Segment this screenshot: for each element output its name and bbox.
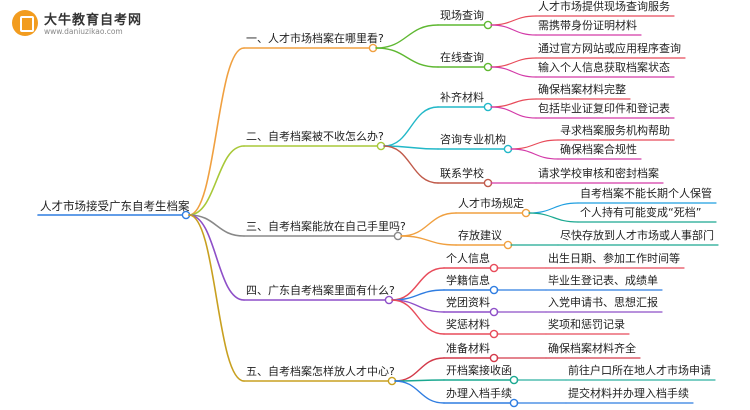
leaf-label: 人才市场提供现场查询服务: [538, 0, 670, 13]
leaf-connector: [528, 202, 579, 214]
branch-label: 二、自考档案被不收怎么办?: [246, 130, 384, 143]
branch-connector: [188, 214, 245, 301]
subnode-connector: [391, 299, 445, 335]
leaf-label: 尽快存放到人才市场或人事部门: [560, 229, 714, 242]
subnode-label: 个人信息: [446, 252, 490, 265]
logo-title: 大牛教育自考网: [44, 13, 143, 28]
branch-label: 一、人才市场档案在哪里看?: [246, 32, 384, 45]
branch-label: 三、自考档案能放在自己手里吗?: [246, 220, 406, 233]
subnode-label: 在线查询: [440, 51, 484, 64]
leaf-label: 确保档案材料齐全: [548, 342, 636, 355]
leaf-label: 自考档案不能长期个人保管: [580, 187, 712, 200]
subnode-label: 学籍信息: [446, 274, 490, 287]
subnode-label: 开档案接收函: [446, 364, 512, 377]
site-logo: 大牛教育自考网 www.daniuzikao.com: [6, 6, 186, 46]
subnode-label: 存放建议: [458, 229, 502, 242]
leaf-connector: [490, 98, 537, 108]
subnode-label: 现场查询: [440, 9, 484, 22]
leaf-label: 奖项和惩罚记录: [548, 318, 625, 331]
subnode-connector: [375, 24, 439, 49]
branch-connector: [188, 214, 245, 382]
branch-connector: [188, 145, 245, 216]
leaf-connector: [528, 212, 579, 223]
subnode-connector: [375, 47, 439, 68]
root-node-label: 人才市场接受广东自考生档案: [40, 199, 190, 213]
subnode-connector: [394, 357, 445, 382]
leaf-label: 确保档案合规性: [560, 143, 637, 156]
leaf-label: 需携带身份证明材料: [538, 19, 637, 32]
subnode-label: 人才市场规定: [458, 197, 524, 210]
leaf-label: 前往户口所在地人才市场申请: [568, 364, 711, 377]
leaf-label: 寻求档案服务机构帮助: [560, 124, 670, 137]
leaf-label: 提交材料并办理入档手续: [568, 387, 689, 400]
leaf-connector: [510, 139, 559, 150]
subnode-label: 咨询专业机构: [440, 133, 506, 146]
subnode-label: 奖惩材料: [446, 318, 490, 331]
subnode-connector: [400, 235, 457, 246]
leaf-connector: [490, 57, 537, 68]
leaf-connector: [490, 106, 537, 119]
leaf-label: 包括毕业证复印件和登记表: [538, 102, 670, 115]
branch-connector: [188, 47, 245, 216]
subnode-connector: [394, 380, 445, 404]
book-icon: [12, 10, 38, 36]
leaf-label: 输入个人信息获取档案状态: [538, 61, 670, 74]
branch-connector: [188, 214, 245, 237]
subnode-label: 补齐材料: [440, 91, 484, 104]
leaf-label: 请求学校审核和密封档案: [538, 167, 659, 180]
branch-label: 四、广东自考档案里面有什么?: [246, 284, 395, 297]
subnode-connector: [383, 145, 439, 184]
leaf-label: 入党申请书、思想汇报: [548, 296, 658, 309]
leaf-label: 通过官方网站或应用程序查询: [538, 42, 681, 55]
leaf-label: 个人持有可能变成“死档”: [580, 206, 702, 219]
logo-url: www.daniuzikao.com: [44, 27, 123, 36]
subnode-connector: [383, 106, 439, 147]
subnode-connector: [400, 212, 457, 237]
leaf-label: 毕业生登记表、成绩单: [548, 274, 658, 287]
subnode-label: 办理入档手续: [446, 387, 512, 400]
subnode-label: 准备材料: [446, 342, 490, 355]
leaf-connector: [490, 15, 537, 26]
leaf-label: 确保档案材料完整: [538, 83, 626, 96]
leaf-connector: [510, 148, 559, 160]
subnode-label: 联系学校: [440, 167, 484, 180]
leaf-connector: [490, 66, 537, 78]
subnode-label: 党团资料: [446, 296, 490, 309]
leaf-label: 出生日期、参加工作时间等: [548, 252, 680, 265]
branch-label: 五、自考档案怎样放人才中心?: [246, 365, 395, 378]
leaf-connector: [490, 24, 537, 36]
